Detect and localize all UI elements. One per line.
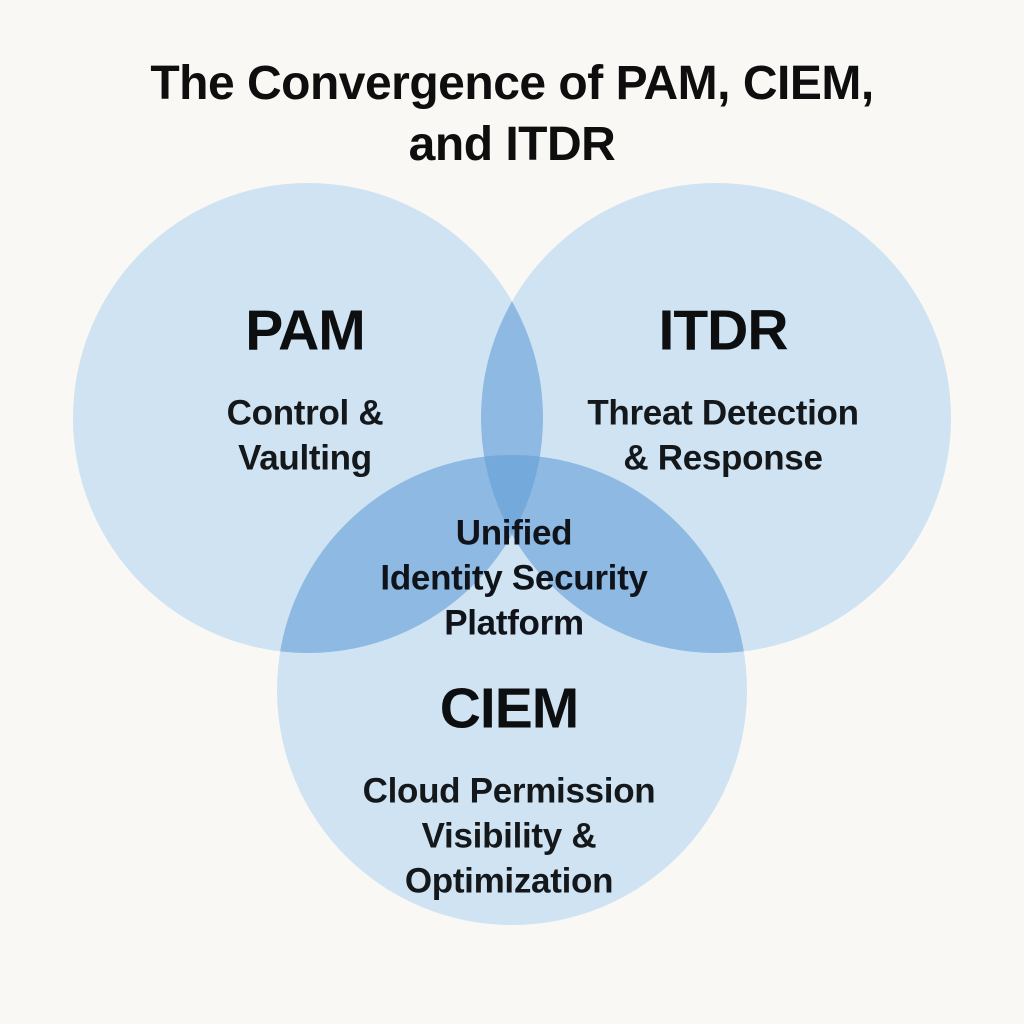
itdr-name: ITDR [658, 298, 789, 363]
pam-ciem-overlap-shape [277, 455, 543, 653]
pam-subtitle: Control & Vaulting [226, 393, 384, 478]
pam-label-group: PAM Control & Vaulting [227, 285, 384, 500]
itdr-subtitle: Threat Detection & Response [587, 393, 859, 478]
page-title: The Convergence of PAM, CIEM, and ITDR [150, 57, 874, 171]
center-intersection-label: Unified Identity Security Platform [380, 513, 648, 643]
pam-ciem-overlap [277, 455, 543, 653]
pam-name: PAM [245, 298, 365, 363]
itdr-ciem-overlap-shape [481, 455, 747, 653]
itdr-ciem-overlap [481, 455, 747, 653]
ciem-name: CIEM [439, 676, 579, 741]
ciem-subtitle: Cloud Permission Visibility & Optimizati… [362, 771, 656, 900]
itdr-label-group: ITDR Threat Detection & Response [587, 285, 859, 500]
ciem-label-group: CIEM Cloud Permission Visibility & Optim… [363, 662, 656, 921]
